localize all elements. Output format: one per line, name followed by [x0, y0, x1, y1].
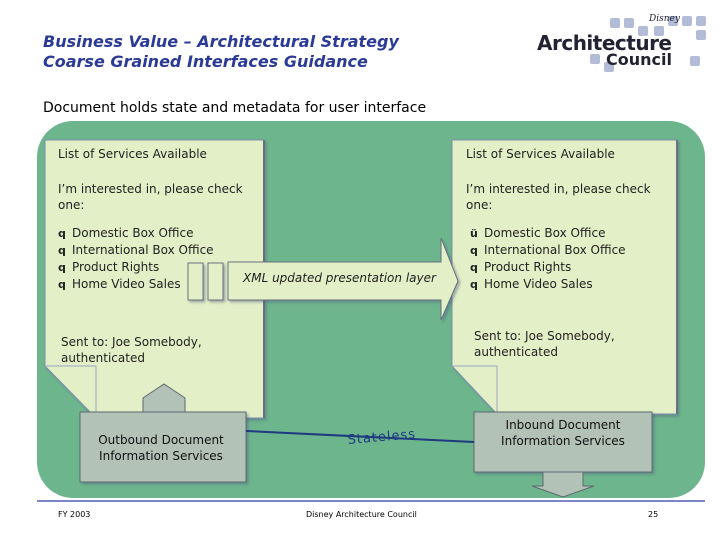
checkbox-icon: q [58, 244, 66, 257]
right-document-fold [452, 365, 498, 414]
page-title: Business Value – Architectural Strategy … [43, 32, 399, 72]
stateless-connector-line [245, 430, 475, 443]
title-line-1: Business Value – Architectural Strategy [43, 32, 399, 51]
inbound-box-shape [473, 411, 653, 473]
checkbox-icon: q [470, 278, 478, 291]
footer-organization: Disney Architecture Council [306, 510, 417, 519]
left-doc-heading: List of Services Available [58, 147, 207, 161]
right-doc-sent-to: Sent to: Joe Somebody, authenticated [474, 329, 615, 359]
left-doc-prompt: I’m interested in, please check one: [58, 182, 243, 212]
left-doc-sent-to: Sent to: Joe Somebody, authenticated [61, 335, 202, 365]
footer-page-number: 25 [648, 510, 659, 519]
arrow-label: XML updated presentation layer [243, 271, 436, 285]
logo-sub-text: Council [606, 50, 672, 69]
inbound-box-label: Inbound Document Information Services [501, 418, 625, 448]
checkbox-icon: q [58, 278, 66, 291]
outbound-box-shape [79, 411, 247, 483]
left-document-fold [45, 365, 97, 418]
footer-year: FY 2003 [58, 510, 91, 519]
architecture-council-logo [590, 16, 706, 72]
xml-update-arrow [187, 237, 459, 321]
checkbox-icon: q [58, 227, 66, 240]
inbound-down-arrow [531, 471, 595, 498]
outbound-box-label: Outbound Document Information Services [98, 433, 224, 463]
title-line-2: Coarse Grained Interfaces Guidance [43, 52, 368, 71]
slide-subtitle: Document holds state and metadata for us… [43, 100, 427, 116]
checkmark-icon: ü [470, 227, 478, 240]
right-doc-prompt: I’m interested in, please check one: [466, 182, 651, 212]
footer-divider [37, 500, 705, 502]
checkbox-icon: q [470, 261, 478, 274]
checkbox-icon: q [58, 261, 66, 274]
right-doc-heading: List of Services Available [466, 147, 615, 161]
disney-brand-mark: Disney [649, 14, 680, 24]
logo-main-text: Architecture [537, 31, 672, 55]
checkbox-icon: q [470, 244, 478, 257]
